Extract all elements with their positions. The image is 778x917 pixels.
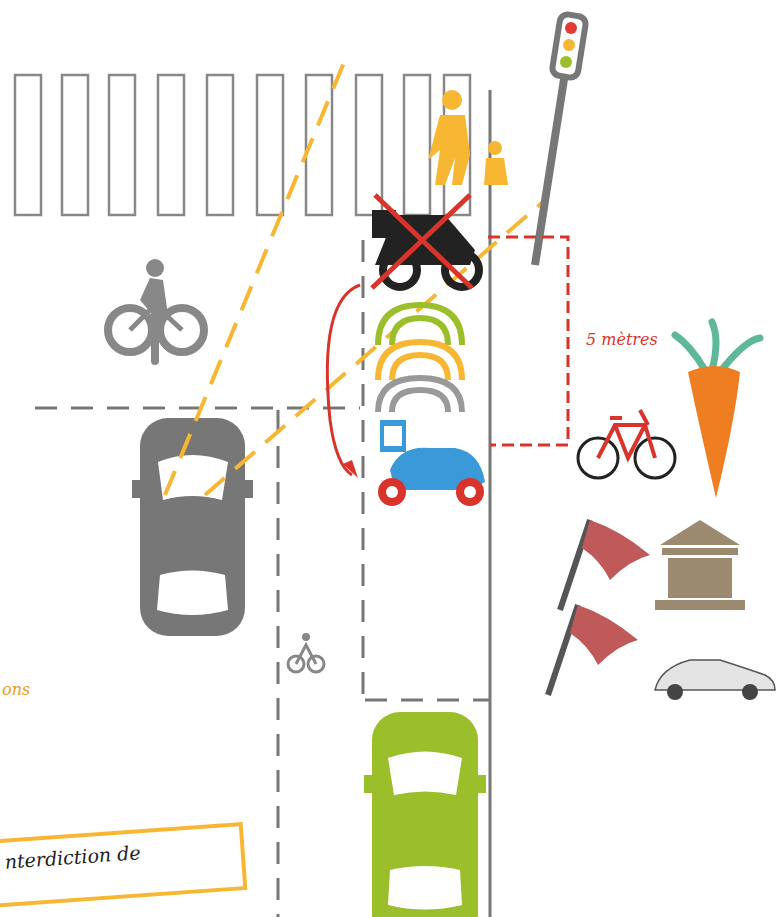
distance-bracket [488, 237, 568, 445]
note-box: nterdiction de [0, 822, 247, 908]
move-arrow [327, 285, 360, 475]
sight-lines [165, 60, 545, 495]
grey-car [132, 418, 253, 636]
scooter [378, 420, 485, 506]
pedestrians [428, 90, 508, 185]
bike-symbol [108, 259, 204, 365]
cut-label: ons [2, 680, 30, 699]
motorbike [372, 195, 479, 288]
parked-bikes [378, 305, 462, 412]
small-bike-symbol [288, 633, 324, 672]
carrot [675, 322, 760, 498]
flags [548, 520, 775, 700]
crosswalk [15, 75, 470, 215]
distance-label: 5 mètres [586, 330, 658, 349]
red-bike [578, 410, 675, 478]
note-text: nterdiction de [4, 836, 221, 873]
green-car [364, 712, 486, 917]
traffic-light [535, 13, 587, 265]
